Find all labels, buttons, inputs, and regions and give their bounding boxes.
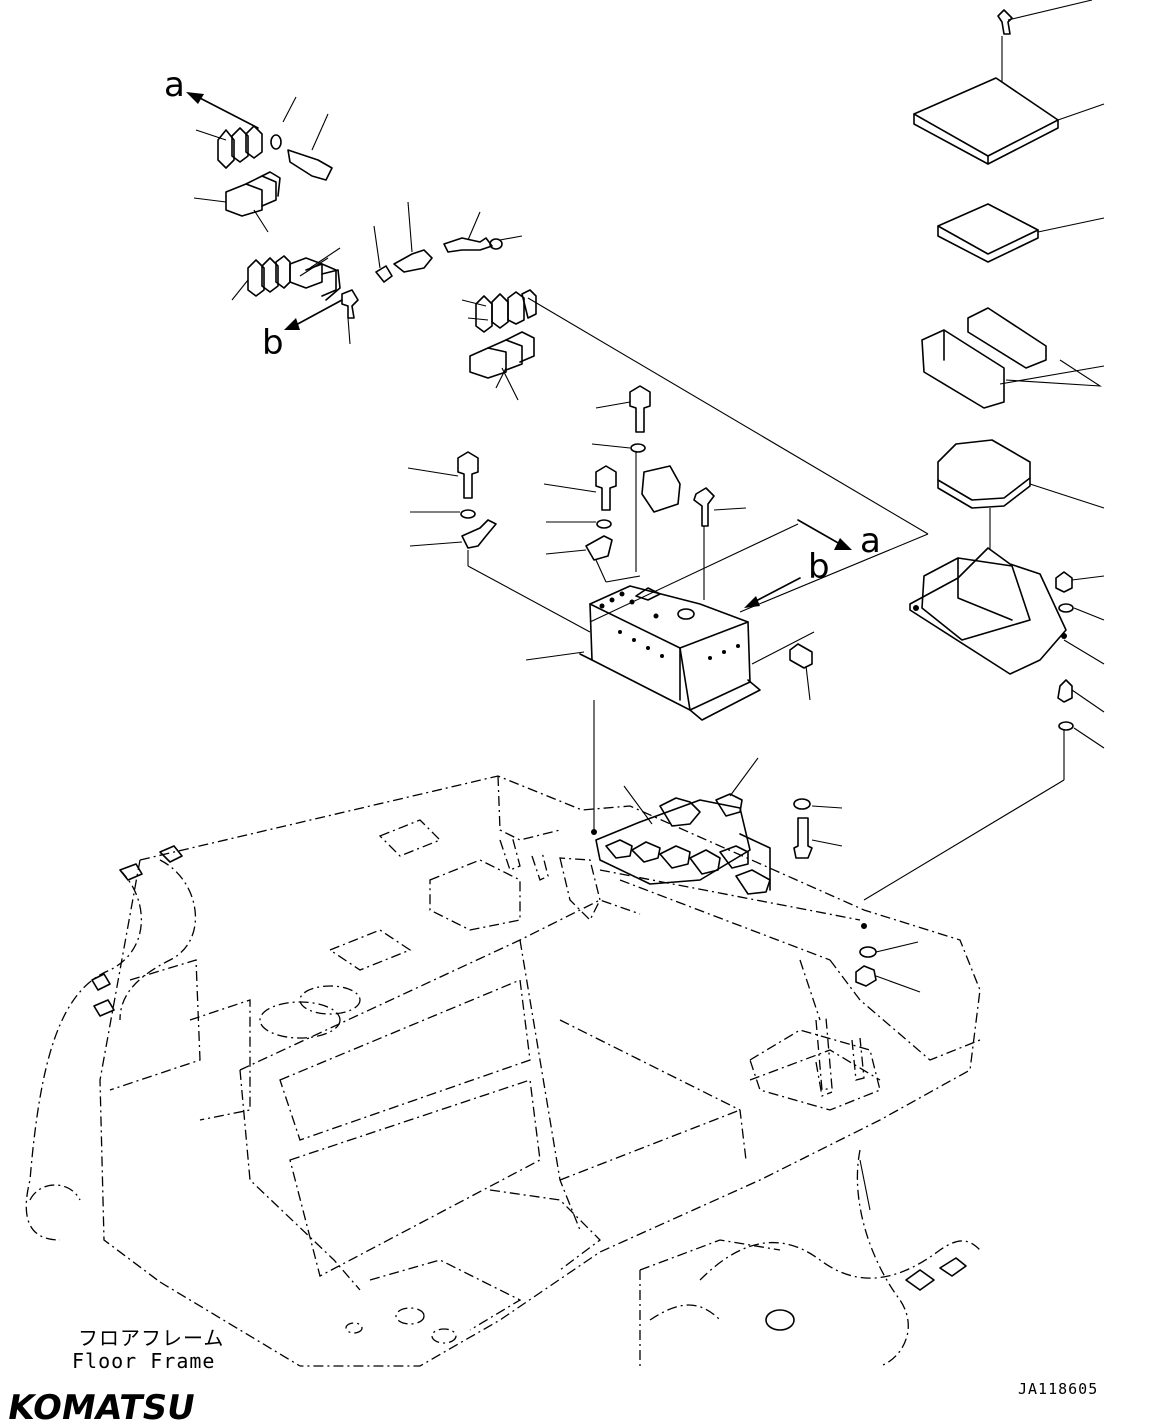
frame-bottom-posts	[345, 1307, 457, 1344]
view-label-a-box: a	[860, 521, 881, 561]
fastener-group	[407, 385, 747, 633]
frame-fastener-right	[855, 941, 921, 993]
relay-group-a	[193, 96, 333, 233]
view-label-a-top: a	[164, 65, 185, 105]
view-arrow-a-box: a	[797, 519, 881, 561]
relay-group-b	[231, 201, 523, 345]
view-label-b-top: b	[262, 323, 284, 363]
harness-assembly	[593, 700, 843, 895]
right-cover-stack	[863, 0, 1105, 901]
relay-box	[525, 523, 929, 721]
view-arrow-a-top: a	[164, 65, 259, 129]
view-label-b-box: b	[808, 547, 830, 587]
connector-small	[751, 631, 815, 701]
floor-frame-label-jp: フロアフレーム	[78, 1326, 225, 1350]
view-arrow-b-top: b	[262, 299, 343, 363]
frame-harness-left	[25, 845, 197, 1241]
floor-frame-label-en: Floor Frame	[72, 1349, 216, 1373]
view-arrow-b-box: b	[744, 547, 830, 608]
komatsu-logo: KOMATSU	[4, 1388, 199, 1428]
relay-group-c	[461, 289, 929, 535]
frame-harness-right	[649, 1149, 981, 1367]
floor-frame	[99, 775, 981, 1367]
drawing-code: JA118605	[1018, 1380, 1099, 1398]
